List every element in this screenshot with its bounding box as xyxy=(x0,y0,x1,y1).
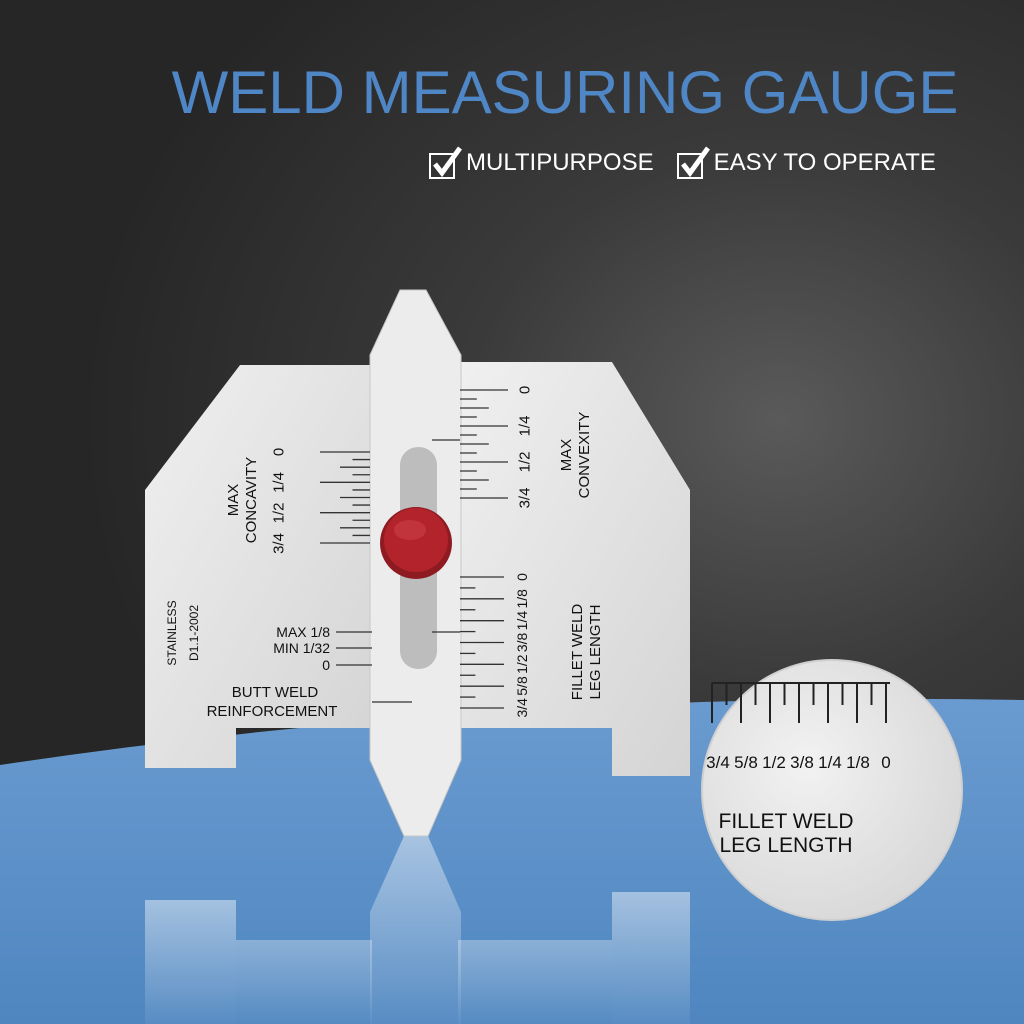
checkbox-check-icon xyxy=(676,146,710,179)
concavity-scale-label: 0 xyxy=(270,448,287,456)
scale-value: 1/4 xyxy=(270,472,287,493)
magnifier-scale-label: 1/8 xyxy=(846,753,870,772)
magnifier-scale-label: 3/4 xyxy=(706,753,730,772)
red-knob-icon[interactable] xyxy=(380,507,452,579)
badge-multipurpose: MULTIPURPOSE xyxy=(428,146,654,180)
material-label-line: D1.1-2002 xyxy=(187,605,201,661)
scale-value: 3/8 xyxy=(514,632,530,652)
fillet-scale-label: 1/4 xyxy=(514,611,530,631)
scale-value: 1/2 xyxy=(514,654,530,674)
convexity-scale-label: 0 xyxy=(516,386,533,394)
fillet-scale-label: 1/8 xyxy=(514,589,530,609)
concavity-scale-label: 3/4 xyxy=(270,533,287,554)
magnifier-fillet-label: FILLET WELD xyxy=(719,810,854,833)
material-label: STAINLESS D1.1-2002 xyxy=(165,600,201,665)
magnifier-scale-label: 3/8 xyxy=(790,753,814,772)
scale-value: 1/2 xyxy=(516,452,533,473)
badge-easy-to-operate: EASY TO OPERATE xyxy=(676,146,936,180)
scale-value: 0 xyxy=(514,573,530,581)
scale-value: 1/2 xyxy=(270,503,287,524)
scale-value: 1/4 xyxy=(516,416,533,437)
material-label-line: STAINLESS xyxy=(165,600,179,665)
scale-value: 3/4 xyxy=(514,698,530,718)
badge-label: EASY TO OPERATE xyxy=(713,149,936,176)
convexity-scale-label: 3/4 xyxy=(516,488,533,509)
scale-value: 3/4 xyxy=(516,488,533,509)
gauge-right-plate xyxy=(458,362,690,776)
reinforcement-mark: MAX 1/8 xyxy=(276,624,330,640)
reinforcement-label: REINFORCEMENT xyxy=(207,703,338,720)
fillet-scale-label: 5/8 xyxy=(514,676,530,696)
scale-value: 5/8 xyxy=(514,676,530,696)
fillet-label-line: FILLET WELD xyxy=(569,604,586,701)
magnifier-scale-label: 0 xyxy=(881,753,890,772)
checkbox-check-icon xyxy=(429,146,462,179)
reinforcement-mark: 0 xyxy=(322,657,330,673)
butt-weld-label: BUTT WELD xyxy=(232,684,319,701)
fillet-label-line: LEG LENGTH xyxy=(587,604,604,699)
scale-value: 0 xyxy=(516,386,533,394)
reinforcement-mark: MIN 1/32 xyxy=(273,640,330,656)
page-title: WELD MEASURING GAUGE xyxy=(171,59,959,126)
gauge-left-plate xyxy=(145,365,372,768)
concavity-label-line: MAX xyxy=(225,484,242,517)
fillet-scale-label: 0 xyxy=(514,573,530,581)
convexity-scale-label: 1/2 xyxy=(516,452,533,473)
fillet-scale-label: 3/8 xyxy=(514,632,530,652)
convexity-label-line: MAX xyxy=(558,439,575,472)
scale-value: 3/4 xyxy=(270,533,287,554)
concavity-scale-label: 1/2 xyxy=(270,503,287,524)
fillet-scale-label: 3/4 xyxy=(514,698,530,718)
concavity-scale-label: 1/4 xyxy=(270,472,287,493)
magnifier-scale-label: 5/8 xyxy=(734,753,758,772)
magnifier-scale-label: 1/2 xyxy=(762,753,786,772)
scale-value: 0 xyxy=(270,448,287,456)
fillet-scale-label: 1/2 xyxy=(514,654,530,674)
convexity-label-line: CONVEXITY xyxy=(576,412,593,499)
magnifier-fillet-label: LEG LENGTH xyxy=(719,834,852,857)
scale-value: 1/4 xyxy=(514,611,530,631)
convexity-scale-label: 1/4 xyxy=(516,416,533,437)
badge-label: MULTIPURPOSE xyxy=(466,149,654,176)
gauge-reflection xyxy=(145,836,690,1024)
feature-badges: MULTIPURPOSE EASY TO OPERATE xyxy=(428,146,936,180)
scale-value: 1/8 xyxy=(514,589,530,609)
concavity-label-line: CONCAVITY xyxy=(243,457,260,543)
magnifier-scale-label: 1/4 xyxy=(818,753,842,772)
